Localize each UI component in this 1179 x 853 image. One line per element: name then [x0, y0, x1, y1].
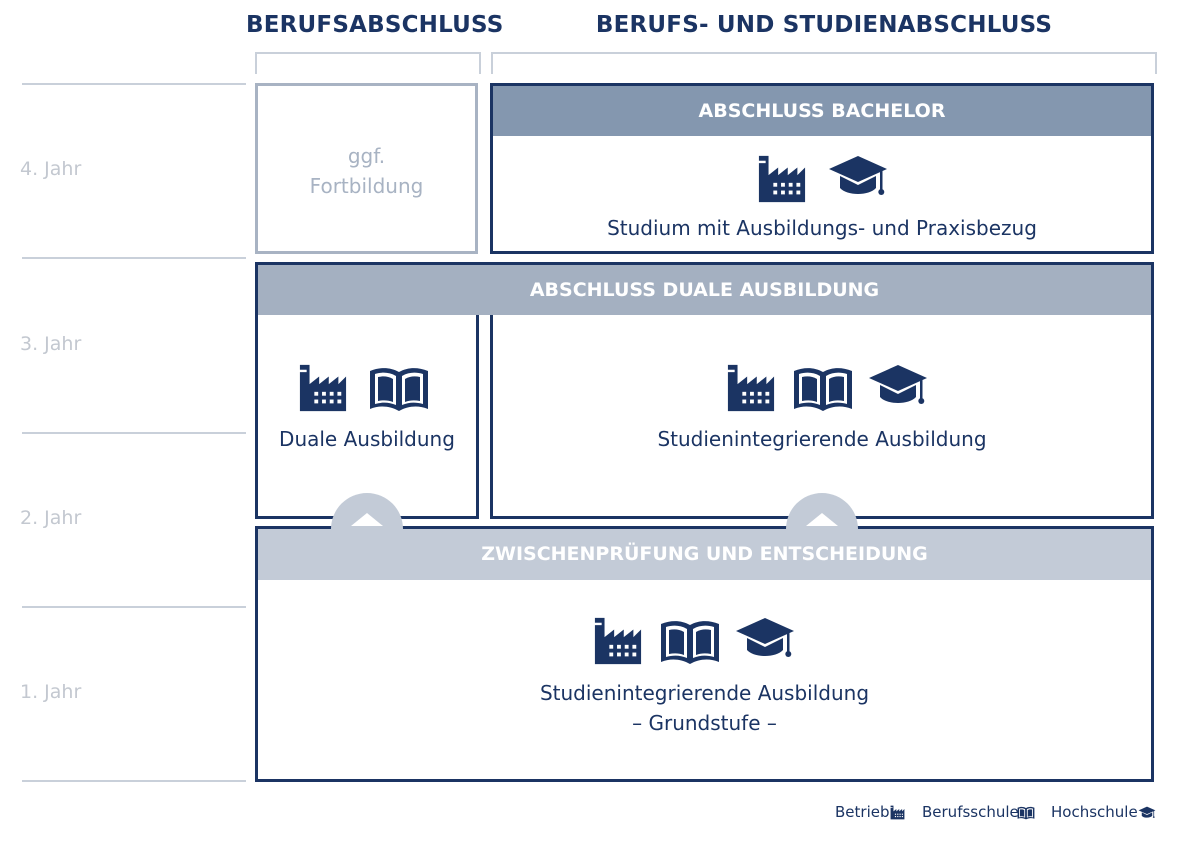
- factory-icon: [593, 616, 643, 666]
- studienintegrierende-box: Studienintegrierende Ausbildung: [490, 315, 1154, 519]
- legend-hochschule-label: Hochschule: [1051, 803, 1138, 821]
- fortbildung-label-1: ggf.: [347, 144, 386, 168]
- graduation-cap-icon: [867, 363, 929, 411]
- arrow-up-notch-left: [331, 493, 403, 529]
- book-icon: [792, 365, 854, 413]
- arrow-up-icon: [806, 513, 838, 526]
- grundstufe-sublabel: – Grundstufe –: [632, 711, 777, 735]
- header-berufs-und-studienabschluss: BERUFS- UND STUDIENABSCHLUSS: [595, 12, 1053, 38]
- graduation-cap-icon: [1138, 806, 1156, 820]
- legend-betrieb-label: Betrieb: [835, 803, 890, 821]
- legend: Betrieb Berufsschule Hochschule: [835, 803, 1157, 823]
- book-icon: [659, 618, 721, 666]
- fortbildung-label-2: Fortbildung: [309, 174, 424, 198]
- book-icon: [1017, 806, 1035, 820]
- legend-berufsschule-label: Berufsschule: [922, 803, 1019, 821]
- factory-icon: [890, 805, 905, 820]
- fortbildung-box: ggf. Fortbildung: [255, 83, 478, 254]
- factory-icon: [298, 363, 348, 413]
- factory-icon: [757, 154, 807, 204]
- factory-icon: [726, 363, 776, 413]
- arrow-up-notch-right: [786, 493, 858, 529]
- bachelor-box: ABSCHLUSS BACHELOR Studium mit Ausbildun…: [490, 83, 1154, 254]
- book-icon: [368, 365, 430, 413]
- year-divider: [22, 83, 246, 85]
- duale-abschluss-band: ABSCHLUSS DUALE AUSBILDUNG: [255, 265, 1154, 315]
- studienintegrierende-label: Studienintegrierende Ausbildung: [657, 427, 987, 451]
- bracket-right: [491, 52, 1157, 74]
- year-divider: [22, 432, 246, 434]
- bachelor-band: ABSCHLUSS BACHELOR: [493, 86, 1151, 136]
- year-label-2: 2. Jahr: [20, 507, 82, 529]
- arrow-up-icon: [351, 513, 383, 526]
- grundstufe-box: ZWISCHENPRÜFUNG UND ENTSCHEIDUNG Studien…: [255, 526, 1154, 782]
- year-divider: [22, 257, 246, 259]
- graduation-cap-icon: [734, 616, 796, 664]
- bracket-left: [255, 52, 481, 74]
- grundstufe-label: Studienintegrierende Ausbildung: [539, 681, 870, 705]
- header-berufsabschluss: BERUFSABSCHLUSS: [246, 12, 504, 38]
- year-divider: [22, 780, 246, 782]
- year-label-4: 4. Jahr: [20, 158, 82, 180]
- zwischenpruefung-band: ZWISCHENPRÜFUNG UND ENTSCHEIDUNG: [258, 529, 1151, 580]
- duale-ausbildung-box: Duale Ausbildung: [255, 315, 479, 519]
- duale-ausbildung-label: Duale Ausbildung: [279, 427, 455, 451]
- bachelor-description: Studium mit Ausbildungs- und Praxisbezug: [607, 216, 1037, 240]
- year-label-1: 1. Jahr: [20, 681, 82, 703]
- graduation-cap-icon: [827, 154, 889, 202]
- year-divider: [22, 606, 246, 608]
- year-label-3: 3. Jahr: [20, 333, 82, 355]
